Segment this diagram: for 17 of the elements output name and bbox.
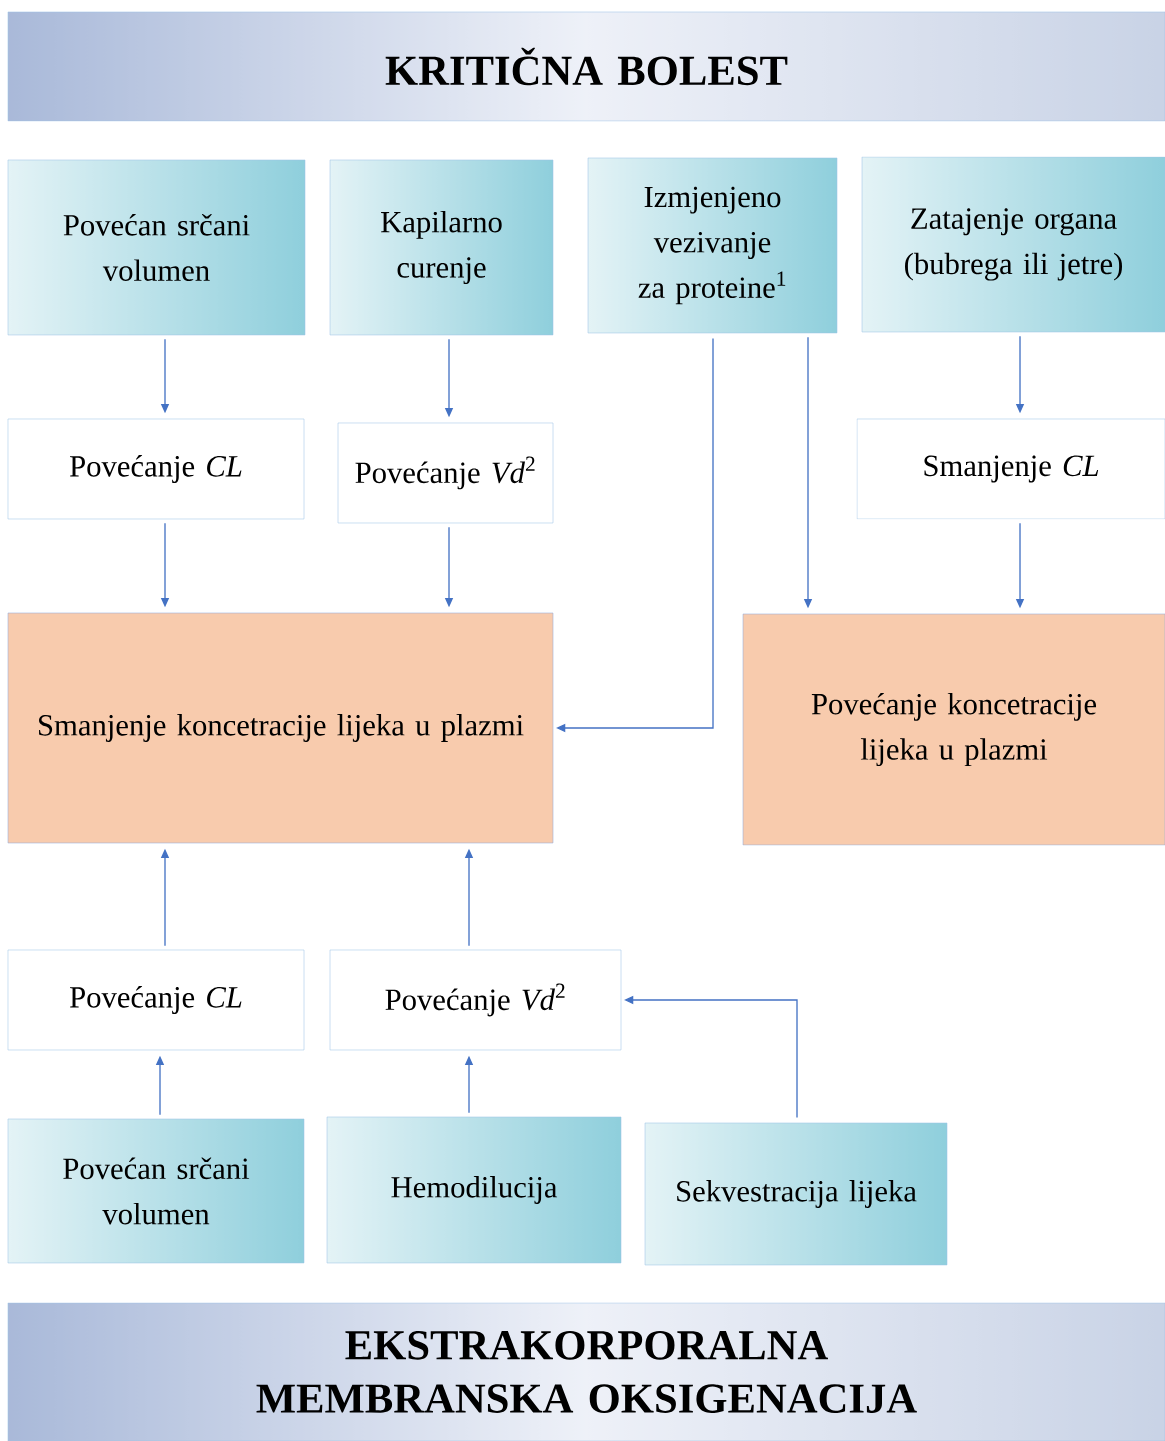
cause-box: Hemodilucija: [326, 1116, 622, 1264]
title-banner: KRITIČNA BOLEST: [7, 11, 1165, 122]
cause-box: Kapilarno curenje: [329, 159, 554, 336]
outcome-box: Povećanje koncetracije lijeka u plazmi: [742, 613, 1165, 846]
effect-box: Povećanje CL: [7, 418, 305, 520]
cause-box: Zatajenje organa (bubrega ili jetre): [861, 156, 1165, 333]
effect-box: Povećanje Vd$^{2}$: [337, 422, 554, 524]
outcome-box: Smanjenje koncetracije lijeka u plazmi: [7, 612, 554, 844]
title-banner: EKSTRAKORPORALNA MEMBRANSKA OKSIGENACIJA: [7, 1302, 1165, 1441]
cause-box: Sekvestracija lijeka: [644, 1122, 948, 1266]
arrow: [556, 337, 714, 733]
cause-box: Povećan srčani volumen: [7, 1118, 305, 1264]
cause-box: Izmjenjeno vezivanje za proteine$^{1}$: [587, 157, 838, 334]
effect-box: Smanjenje CL: [856, 418, 1165, 520]
effect-box: Povećanje Vd$^{2}$: [329, 949, 622, 1051]
effect-box: Povećanje CL: [7, 949, 305, 1051]
cause-box: Povećan srčani volumen: [7, 159, 306, 336]
